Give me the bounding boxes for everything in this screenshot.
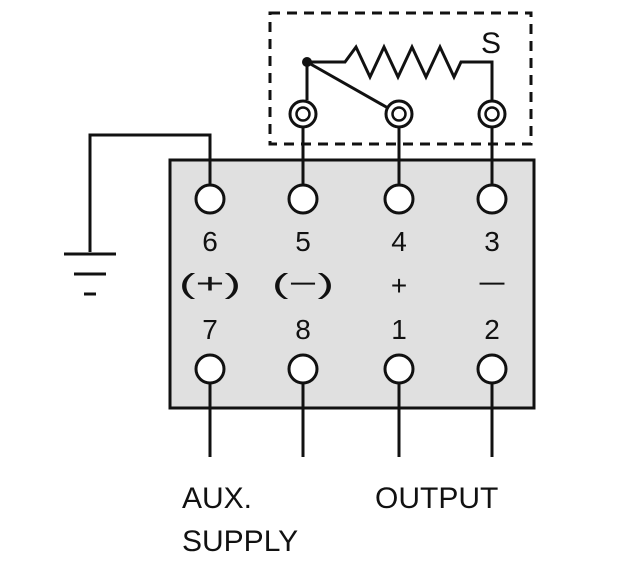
sensor-junction-dot	[302, 57, 312, 67]
sensor-resistor	[307, 43, 494, 100]
sensor-terminal-left	[288, 99, 318, 129]
sensor-label: S	[481, 27, 501, 60]
ground-icon	[64, 252, 116, 296]
terminal-2	[476, 353, 508, 385]
terminal-7	[194, 353, 226, 385]
terminal-6-number: 6	[202, 226, 218, 257]
sensor-wiper	[306, 60, 389, 110]
output-label: OUTPUT	[375, 482, 498, 515]
terminal-5	[287, 183, 319, 215]
aux-supply-label-line2: SUPPLY	[182, 525, 298, 558]
terminal-1-number: 1	[391, 314, 407, 345]
wire-6-to-ground	[88, 133, 212, 252]
terminal-3-number: 3	[484, 226, 500, 257]
terminal-8	[287, 353, 319, 385]
terminal-6	[194, 183, 226, 215]
sensor-enclosure	[268, 11, 533, 146]
terminal-1	[383, 353, 415, 385]
terminal-4	[383, 183, 415, 215]
sensor-terminal-center	[384, 99, 414, 129]
aux-supply-label-line1: AUX.	[182, 482, 252, 515]
terminal-5-number: 5	[295, 226, 311, 257]
terminal-2-number: 2	[484, 314, 500, 345]
terminal-4-number: 4	[391, 226, 407, 257]
terminal-block	[168, 158, 536, 410]
terminal-3	[476, 183, 508, 215]
terminal-4-polarity: +	[391, 270, 407, 301]
terminal-8-number: 8	[295, 314, 311, 345]
terminal-5-polarity: (−)	[272, 268, 334, 299]
terminal-6-polarity: (+)	[179, 268, 241, 299]
terminal-7-number: 7	[202, 314, 218, 345]
terminal-3-polarity: −	[477, 268, 507, 299]
sensor-terminal-right	[477, 99, 507, 129]
